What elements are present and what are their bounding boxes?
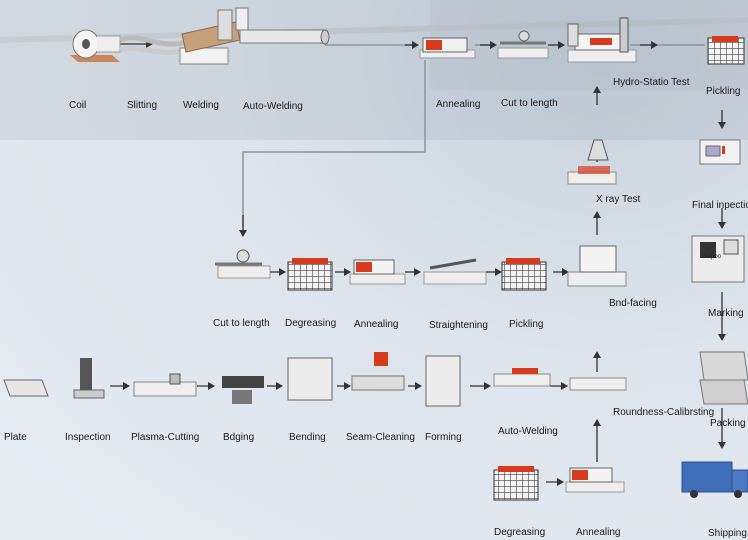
- bending-machine: [287, 357, 333, 401]
- label-inspection: Inspection: [65, 432, 111, 443]
- label-forming: Forming: [425, 432, 462, 443]
- roundness-calibrating-machine: [569, 377, 627, 391]
- label-pickling-right: Pickling: [706, 86, 741, 97]
- end-facing-machine: [567, 245, 627, 287]
- degreasing-tank-bottom: [493, 466, 539, 501]
- label-final-inspection: Final inpection: [692, 200, 748, 211]
- label-cut-to-length-top: Cut to length: [501, 98, 558, 109]
- annealing-machine-bottom: [565, 467, 625, 493]
- edging-machine: [222, 376, 264, 404]
- marking-machine: [691, 235, 745, 283]
- label-roundness-calibrating: Roundness-Calibrsting: [613, 407, 715, 418]
- label-pickling-mid: Pickling: [509, 319, 544, 330]
- label-welding: Welding: [183, 100, 219, 111]
- label-end-facing: Bnd-facing: [609, 298, 657, 309]
- auto-welding-machine-bottom: [493, 368, 551, 387]
- label-bending: Bending: [289, 432, 326, 443]
- plasma-cutting-machine: [133, 373, 197, 397]
- plate-stack: [3, 379, 49, 397]
- label-degreasing-bottom: Degreasing: [494, 527, 546, 538]
- annealing-machine-top: [419, 37, 476, 59]
- auto-welding-machine-top: [239, 29, 330, 45]
- label-auto-welding-top: Auto-Welding: [243, 101, 303, 112]
- seam-cleaning-machine: [351, 352, 405, 391]
- inspection-machine: [73, 358, 105, 399]
- annealing-machine-mid: [349, 259, 406, 285]
- welding-machine: [179, 7, 249, 65]
- pickling-tank-right: [707, 36, 745, 65]
- label-annealing-top: Annealing: [436, 99, 481, 110]
- label-shipping: Shipping: [708, 528, 747, 539]
- coil-machine: [70, 29, 121, 62]
- label-hydro-static-test: Hydro-Statio Test: [613, 77, 690, 88]
- label-marking: Marking: [708, 308, 744, 319]
- label-auto-welding-bottom: Auto-Welding: [498, 426, 558, 437]
- label-annealing-bottom: Annealing: [576, 527, 621, 538]
- label-degreasing-mid: Degreasing: [285, 318, 337, 329]
- degreasing-tank-mid: [287, 258, 333, 291]
- label-slitting: Slitting: [127, 100, 158, 111]
- label-plate: Plate: [4, 432, 27, 443]
- cut-to-length-machine-top: [497, 30, 549, 59]
- label-coil: Coil: [69, 100, 87, 111]
- cut-to-length-machine-mid: [215, 249, 271, 279]
- label-cut-to-length-mid: Cut to length: [213, 318, 270, 329]
- label-x-ray-test: X ray Test: [596, 194, 641, 205]
- label-annealing-mid: Annealing: [354, 319, 399, 330]
- hydro-static-test-machine: [567, 17, 637, 63]
- straightening-machine: [423, 258, 487, 285]
- label-packing: Packing: [710, 418, 746, 429]
- machine-tag: delpoo: [703, 254, 722, 260]
- x-ray-test-machine: [567, 139, 617, 185]
- shipping-truck: [681, 461, 748, 498]
- label-edging: Bdging: [223, 432, 255, 443]
- label-plasma-cutting: Plasma-Cutting: [131, 432, 200, 443]
- final-inspection-machine: [699, 139, 741, 165]
- slitting-machine: [119, 35, 186, 56]
- label-straightening: Straightening: [429, 320, 488, 331]
- pickling-tank-mid: [501, 258, 547, 291]
- packing-bundles: [699, 351, 748, 405]
- label-seam-cleaning: Seam-Cleaning: [346, 432, 415, 443]
- forming-machine: [425, 355, 461, 407]
- background-factory: [0, 0, 748, 140]
